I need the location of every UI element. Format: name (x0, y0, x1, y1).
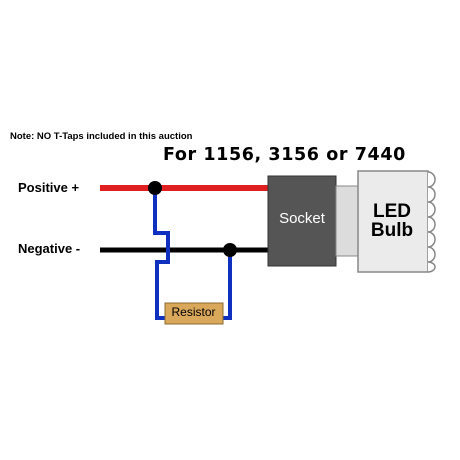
negative-tap-dot (223, 243, 237, 257)
led-label-line2: Bulb (370, 220, 414, 241)
resistor-wire (153, 188, 232, 320)
diagram-title: For 1156, 3156 or 7440 (163, 145, 406, 165)
led-label-line1: LED (373, 201, 411, 222)
positive-label: Positive + (18, 180, 80, 195)
negative-label: Negative - (18, 241, 81, 256)
led-bumps (427, 171, 436, 273)
bulb-base (335, 185, 359, 257)
socket-label: Socket (279, 210, 325, 227)
resistor (164, 302, 224, 325)
positive-tap-dot (148, 181, 162, 195)
resistor-label: Resistor (171, 305, 216, 319)
led-bulb (357, 170, 429, 273)
note-text: Note: NO T-Taps included in this auction (10, 131, 193, 142)
led-bulb-label: LED Bulb (362, 202, 422, 240)
